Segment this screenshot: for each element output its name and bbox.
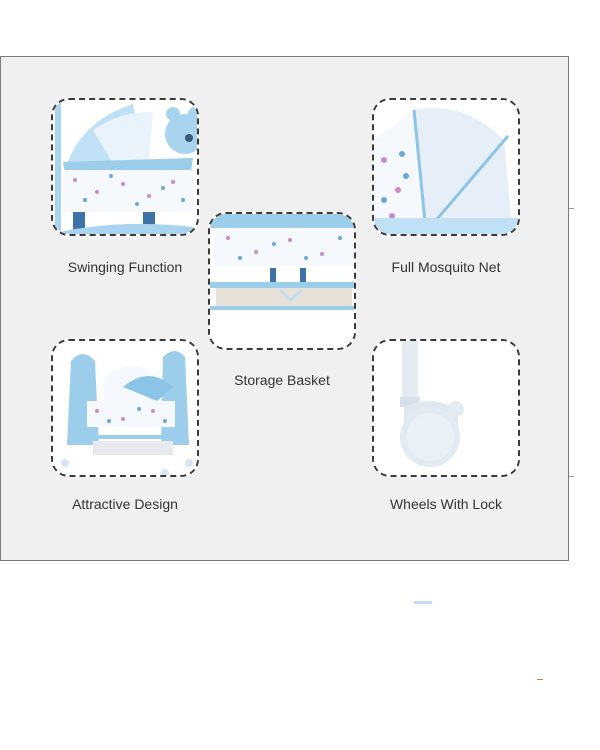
- wheels-with-lock-image: [372, 339, 520, 477]
- full-mosquito-net-image: [372, 98, 520, 236]
- attractive-design-image: [51, 339, 199, 477]
- faint-artifact: [537, 679, 543, 680]
- caption-swinging-function: Swinging Function: [67, 259, 183, 275]
- swinging-function-image: [51, 98, 199, 236]
- caption-full-mosquito-net: Full Mosquito Net: [391, 259, 501, 275]
- edge-tick-mark: [569, 208, 574, 209]
- faint-artifact: [414, 601, 432, 604]
- feature-panel: Swinging Function Storage Basket: [0, 56, 569, 561]
- caption-storage-basket: Storage Basket: [234, 372, 330, 388]
- storage-basket-image: [208, 212, 356, 350]
- caption-wheels-with-lock: Wheels With Lock: [389, 496, 503, 512]
- caption-attractive-design: Attractive Design: [72, 496, 178, 512]
- edge-tick-mark: [569, 476, 574, 477]
